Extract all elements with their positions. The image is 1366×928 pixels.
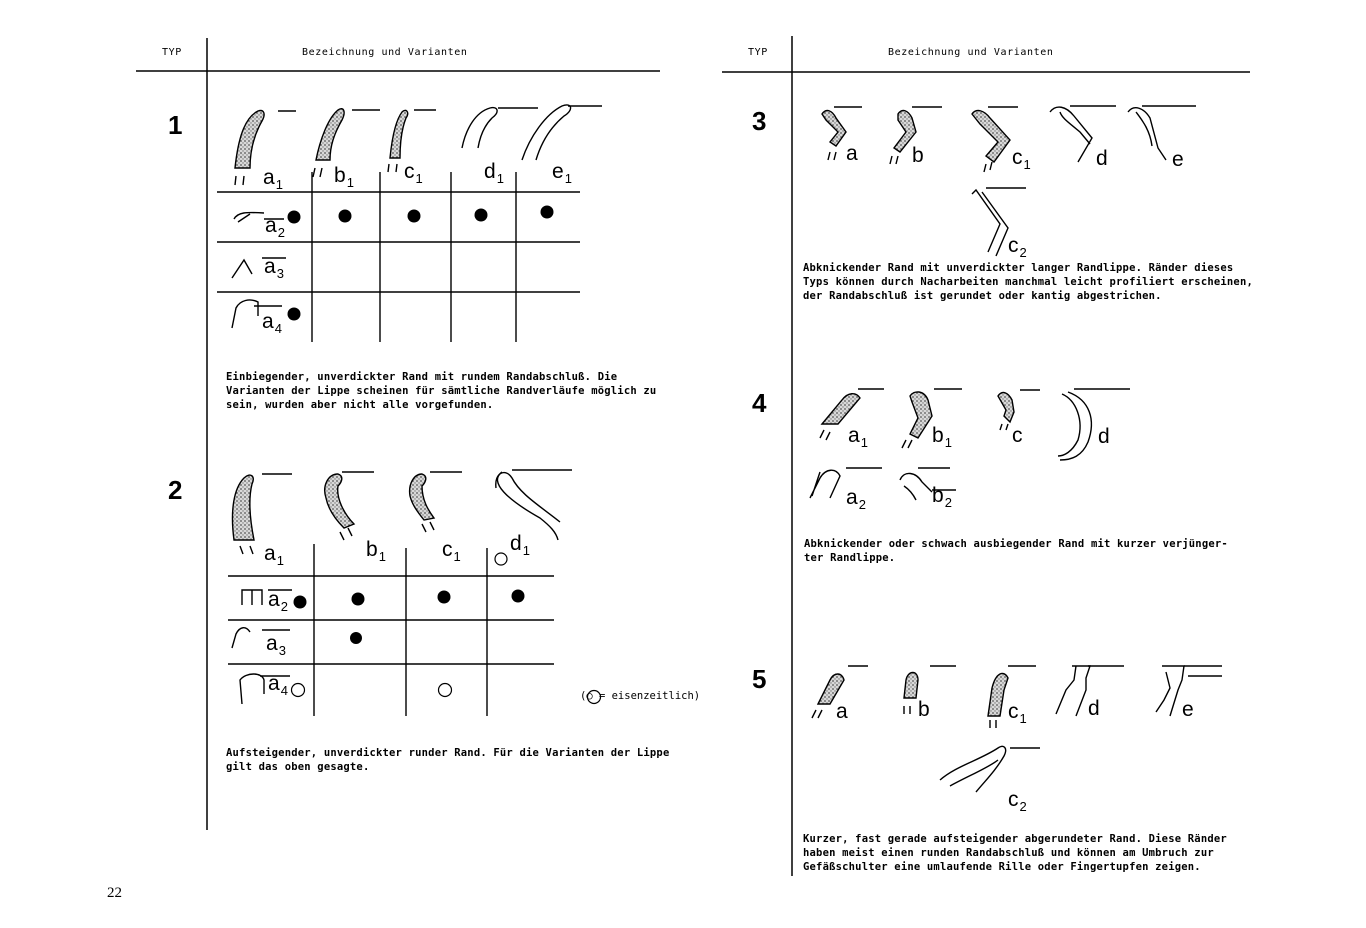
type4-label-c: c — [1012, 424, 1023, 447]
type5-label-c1: c1 — [1008, 700, 1027, 726]
type2-label-c1: c1 — [442, 538, 461, 564]
type4-label-b2: b2 — [932, 484, 952, 510]
type2-profiles — [231, 469, 572, 555]
type1-description: Einbiegender, unverdickter Rand mit rund… — [226, 371, 657, 411]
type3-label-e: e — [1172, 148, 1184, 171]
type5-label-c2: c2 — [1008, 788, 1027, 814]
type4-profiles — [809, 388, 1130, 501]
right-col-bez-header: Bezeichnung und Varianten — [888, 47, 1054, 58]
type2-description: Aufsteigender, unverdickter runder Rand.… — [226, 747, 670, 773]
type2-label-a3: a3 — [266, 632, 286, 658]
type1-label-a4: a4 — [262, 310, 282, 336]
type5-label-d: d — [1088, 697, 1100, 720]
type4-label-d: d — [1098, 425, 1110, 448]
type5-description: Kurzer, fast gerade aufsteigender abgeru… — [803, 833, 1227, 873]
type4-label-a1: a1 — [848, 424, 868, 450]
left-col-typ-header: TYP — [162, 47, 182, 58]
type2-label-a4: a4 — [268, 672, 288, 698]
type2-label-a2: a2 — [268, 588, 288, 614]
type2-dots — [293, 589, 525, 644]
type3-label-a: a — [846, 142, 858, 165]
type4-number: 4 — [752, 388, 767, 418]
type2-number: 2 — [168, 475, 183, 505]
type3-profiles — [821, 105, 1196, 257]
type4-description: Abknickender oder schwach ausbiegender R… — [804, 538, 1228, 564]
type5-label-b: b — [918, 698, 930, 721]
type2-label-a1: a1 — [264, 542, 284, 568]
type4-label-a2: a2 — [846, 486, 866, 512]
left-col-bez-header: Bezeichnung und Varianten — [302, 47, 468, 58]
type2-circles — [290, 552, 602, 705]
type1-label-e1: e1 — [552, 160, 572, 186]
type3-label-d: d — [1096, 147, 1108, 170]
right-col-typ-header: TYP — [748, 47, 768, 58]
type5-label-a: a — [836, 700, 848, 723]
type1-label-a2: a2 — [265, 214, 285, 240]
type3-label-b: b — [912, 144, 924, 167]
type2-label-b1: b1 — [366, 538, 386, 564]
type3-label-c1: c1 — [1012, 146, 1031, 172]
type2-legend-note: (○ = eisenzeitlich) — [580, 690, 701, 702]
type1-label-b1: b1 — [334, 164, 354, 190]
type1-label-a3: a3 — [264, 255, 284, 281]
type3-label-c2: c2 — [1008, 234, 1027, 260]
type1-number: 1 — [168, 110, 183, 140]
type1-label-c1: c1 — [404, 160, 423, 186]
type1-table — [217, 172, 580, 342]
type1-label-a1: a1 — [263, 166, 283, 192]
type3-number: 3 — [752, 106, 767, 136]
type2-table — [228, 544, 554, 716]
type5-label-e: e — [1182, 698, 1194, 721]
type4-label-b1: b1 — [932, 424, 952, 450]
type2-label-d1: d1 — [510, 532, 530, 558]
type3-description: Abknickender Rand mit unverdickter lange… — [803, 262, 1253, 302]
type1-dots — [287, 205, 554, 321]
type5-profiles — [811, 665, 1222, 793]
type1-label-d1: d1 — [484, 160, 504, 186]
type1-profiles — [234, 104, 602, 186]
type5-number: 5 — [752, 664, 767, 694]
page-number: 22 — [107, 885, 122, 901]
